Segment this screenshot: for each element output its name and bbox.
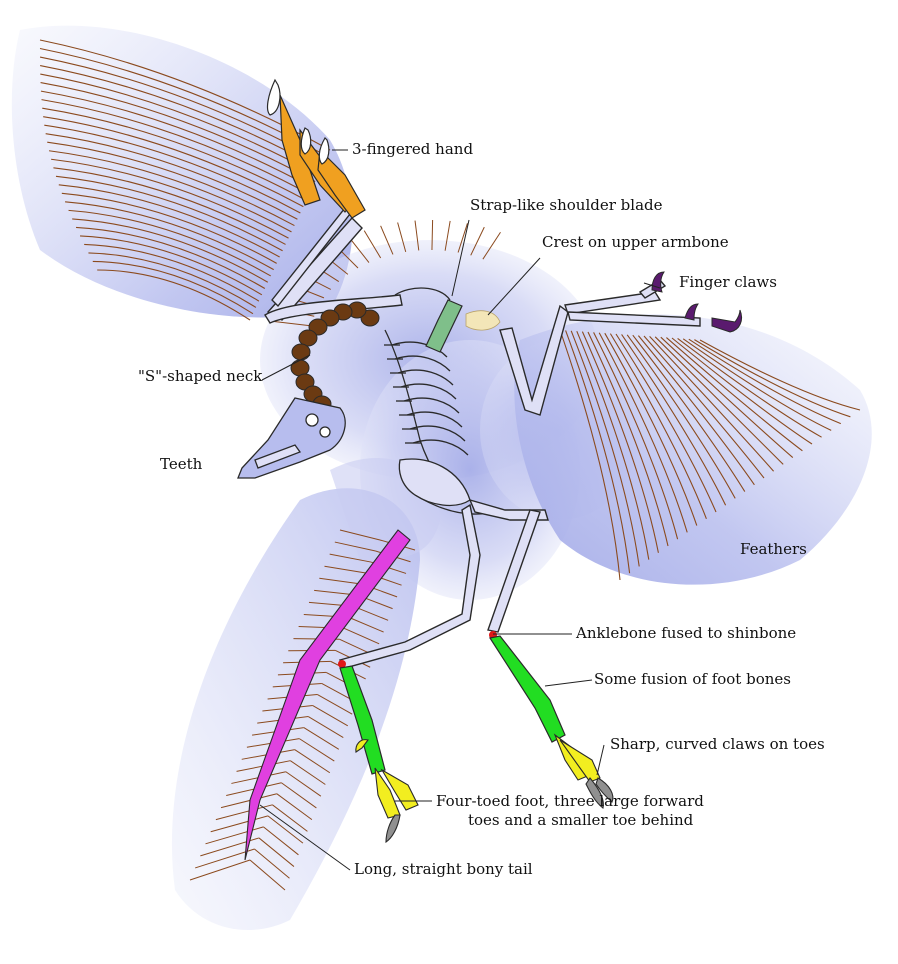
- label-teeth: Teeth: [160, 455, 202, 474]
- label-three-fingered-hand: 3-fingered hand: [352, 140, 473, 159]
- label-bony-tail: Long, straight bony tail: [354, 860, 533, 879]
- label-feathers: Feathers: [740, 540, 807, 559]
- label-finger-claws: Finger claws: [679, 273, 777, 292]
- label-four-toed-foot-line2: toes and a smaller toe behind: [468, 811, 693, 830]
- label-shoulder-blade: Strap-like shoulder blade: [470, 196, 663, 215]
- label-toe-claws: Sharp, curved claws on toes: [610, 735, 825, 754]
- skull: [238, 398, 345, 478]
- label-s-shaped-neck: "S"-shaped neck: [138, 367, 262, 386]
- label-four-toed-foot-line1: Four-toed foot, three large forward: [436, 792, 704, 811]
- label-armbone-crest: Crest on upper armbone: [542, 233, 729, 252]
- right-wing-feathers: [514, 314, 871, 584]
- label-foot-bone-fusion: Some fusion of foot bones: [594, 670, 791, 689]
- label-anklebone: Anklebone fused to shinbone: [576, 624, 796, 643]
